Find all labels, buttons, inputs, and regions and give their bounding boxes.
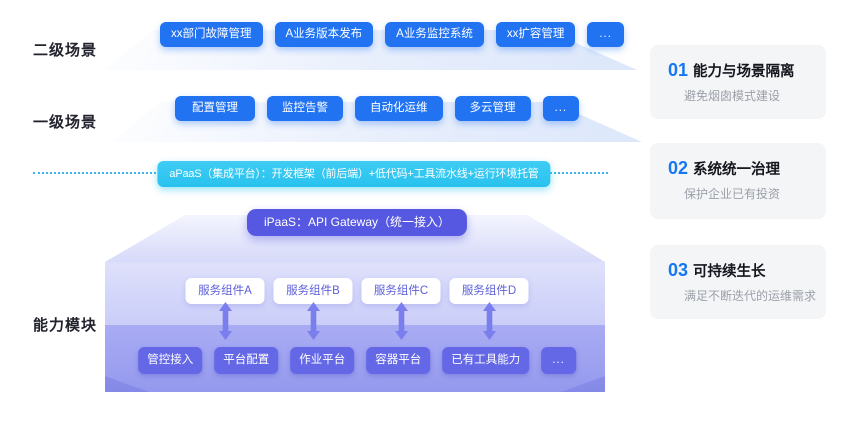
service-component-button[interactable]: 服务组件B [273, 278, 353, 304]
double-arrow-icon [362, 302, 441, 340]
scenario-button[interactable]: A业务监控系统 [385, 22, 484, 47]
more-scenarios-button[interactable]: ... [587, 22, 624, 47]
apaas-bar[interactable]: aPaaS（集成平台）：开发框架（前后端）+低代码+工具流水线+运行环境托管 [157, 161, 551, 187]
scenario-button[interactable]: xx部门故障管理 [160, 22, 263, 47]
benefit-card: 02 系统统一治理 保护企业已有投资 [650, 143, 826, 219]
capability-label: 能力模块 [33, 317, 98, 334]
benefit-card: 01 能力与场景隔离 避免烟囱模式建设 [650, 45, 826, 119]
tool-button[interactable]: 管控接入 [138, 347, 203, 374]
more-tools-button[interactable]: ... [541, 347, 576, 374]
tier1-label: 一级场景 [33, 114, 98, 131]
more-scenarios-button[interactable]: ... [542, 96, 580, 121]
scenario-button[interactable]: 自动化运维 [355, 96, 443, 121]
connector-arrow-row [186, 302, 529, 340]
tool-button[interactable]: 容器平台 [366, 347, 431, 374]
service-component-button[interactable]: 服务组件C [361, 278, 441, 304]
scenario-button[interactable]: A业务版本发布 [274, 22, 374, 47]
scenario-button[interactable]: 监控告警 [267, 96, 343, 121]
benefit-card: 03 可持续生长 满足不断迭代的运维需求 [650, 245, 826, 319]
benefit-title: 能力与场景隔离 [693, 64, 795, 80]
tool-button[interactable]: 已有工具能力 [442, 347, 530, 374]
scenario-button[interactable]: xx扩容管理 [495, 22, 576, 47]
benefit-subtitle: 避免烟囱模式建设 [684, 89, 781, 103]
scenario-button[interactable]: 多云管理 [454, 96, 531, 121]
band-corner-shade [561, 376, 605, 392]
tier2-label: 二级场景 [33, 42, 98, 59]
service-component-button[interactable]: 服务组件A [185, 278, 265, 304]
double-arrow-icon [274, 302, 353, 340]
service-component-button[interactable]: 服务组件D [449, 278, 529, 304]
tool-button[interactable]: 平台配置 [214, 347, 279, 374]
benefit-subtitle: 保护企业已有投资 [684, 187, 781, 201]
scenario-button[interactable]: 配置管理 [175, 96, 255, 121]
benefit-title: 系统统一治理 [693, 162, 781, 178]
tier2-button-row: xx部门故障管理 A业务版本发布 A业务监控系统 xx扩容管理 ... [160, 22, 624, 47]
benefit-number: 01 [668, 60, 689, 80]
tier1-button-row: 配置管理 监控告警 自动化运维 多云管理 ... [175, 96, 580, 121]
service-component-row: 服务组件A 服务组件B 服务组件C 服务组件D [185, 278, 529, 304]
double-arrow-icon [186, 302, 265, 340]
benefit-title: 可持续生长 [693, 264, 766, 280]
double-arrow-icon [450, 302, 529, 340]
band-corner-shade [105, 376, 149, 392]
tool-button-row: 管控接入 平台配置 作业平台 容器平台 已有工具能力 ... [138, 347, 576, 374]
tool-button[interactable]: 作业平台 [290, 347, 355, 374]
benefit-subtitle: 满足不断迭代的运维需求 [684, 289, 817, 303]
benefit-number: 02 [668, 158, 689, 178]
benefit-number: 03 [668, 260, 689, 280]
ipaas-gateway-button[interactable]: iPaaS：API Gateway（统一接入） [246, 209, 468, 236]
